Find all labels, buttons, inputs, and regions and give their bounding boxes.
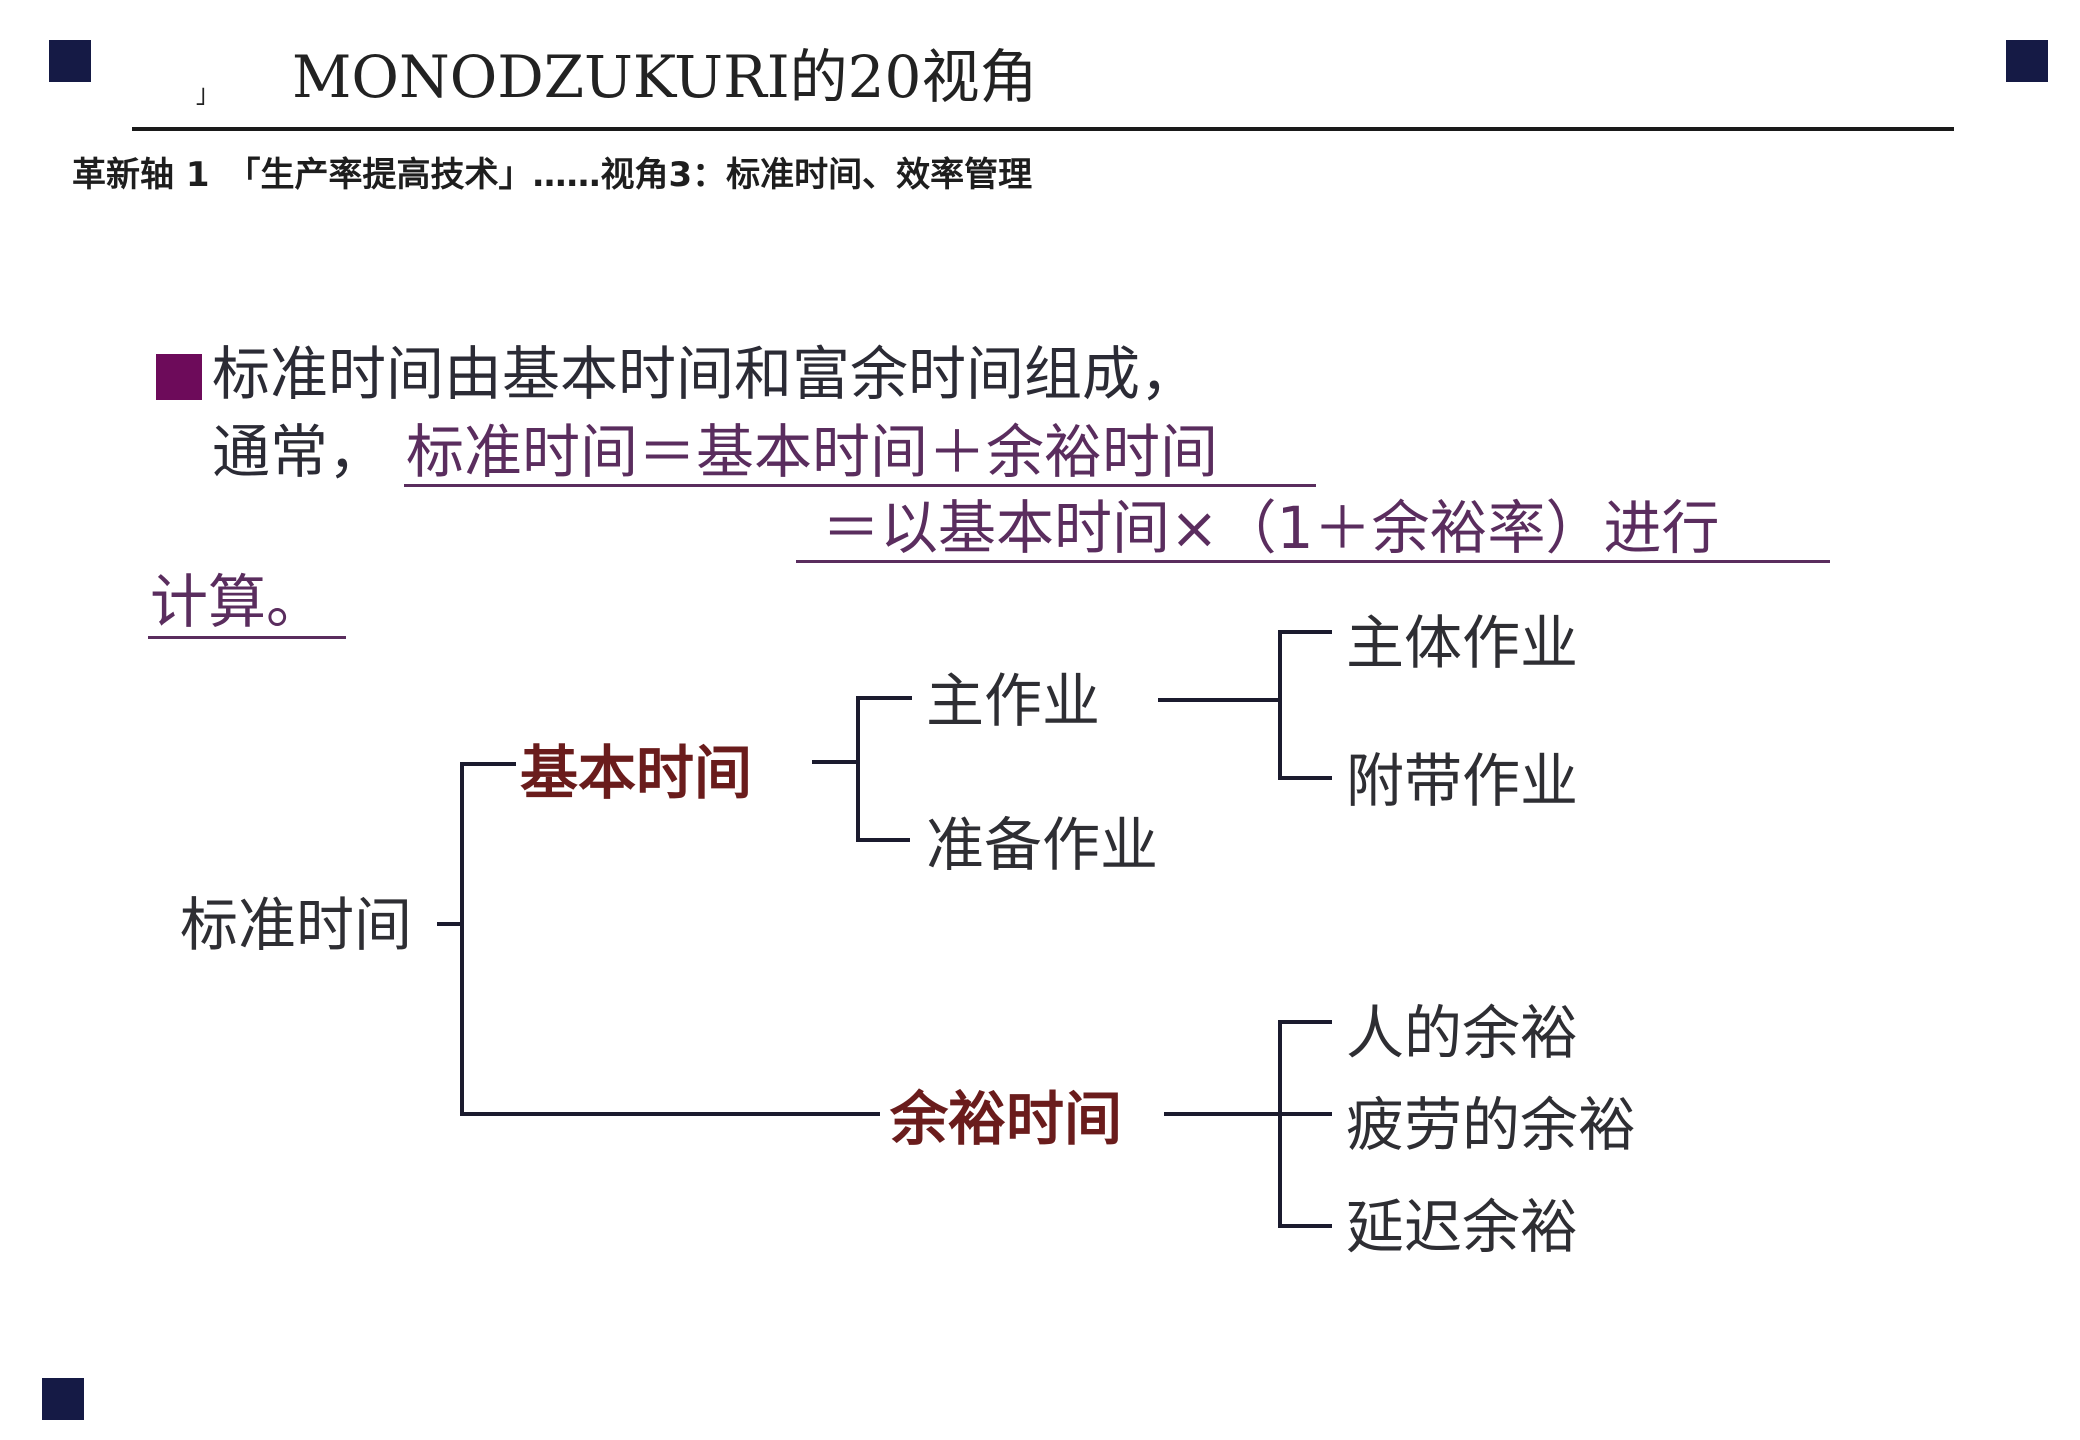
node-personal-allowance: 人的余裕 [1346, 999, 1579, 1067]
node-delay-allowance: 延迟余裕 [1346, 1193, 1579, 1261]
bullet-line-2-prefix: 通常， [212, 418, 387, 486]
formula-line-2: ＝以基本时间×（1＋余裕率）进行 [822, 494, 1720, 562]
page-subtitle: 革新轴 1 「生产率提高技术」……视角3：标准时间、效率管理 [72, 155, 1033, 195]
formula-underline-1 [404, 484, 1316, 487]
corner-square-top-right [2006, 40, 2048, 82]
node-basic-time: 基本时间 [520, 739, 753, 807]
node-allowance-time: 余裕时间 [890, 1085, 1123, 1153]
bracket-main [1278, 630, 1332, 780]
node-prep-work: 准备作业 [926, 811, 1159, 879]
formula-line-3: 计算。 [150, 568, 325, 636]
bracket-root [460, 762, 880, 1116]
node-main-work: 主作业 [926, 667, 1101, 735]
bracket-basic [856, 696, 912, 842]
header-tick-mark: ˩ [194, 82, 207, 112]
formula-underline-3 [148, 636, 346, 639]
node-fatigue-allowance: 疲劳的余裕 [1346, 1091, 1637, 1159]
bullet-square-icon [156, 354, 202, 400]
node-core-work: 主体作业 [1346, 609, 1579, 677]
page-title: MONODZUKURI的20视角 [292, 43, 1038, 111]
node-incidental-work: 附带作业 [1346, 747, 1579, 815]
bullet-line-1: 标准时间由基本时间和富余时间组成， [212, 340, 1199, 408]
formula-underline-2 [796, 560, 1830, 563]
corner-square-top-left [49, 40, 91, 82]
formula-line-1: 标准时间＝基本时间＋余裕时间 [406, 418, 1219, 486]
node-standard-time: 标准时间 [180, 891, 413, 959]
bracket-allowance [1278, 1020, 1332, 1228]
header-divider [132, 127, 1954, 131]
corner-square-bottom-left [42, 1378, 84, 1420]
